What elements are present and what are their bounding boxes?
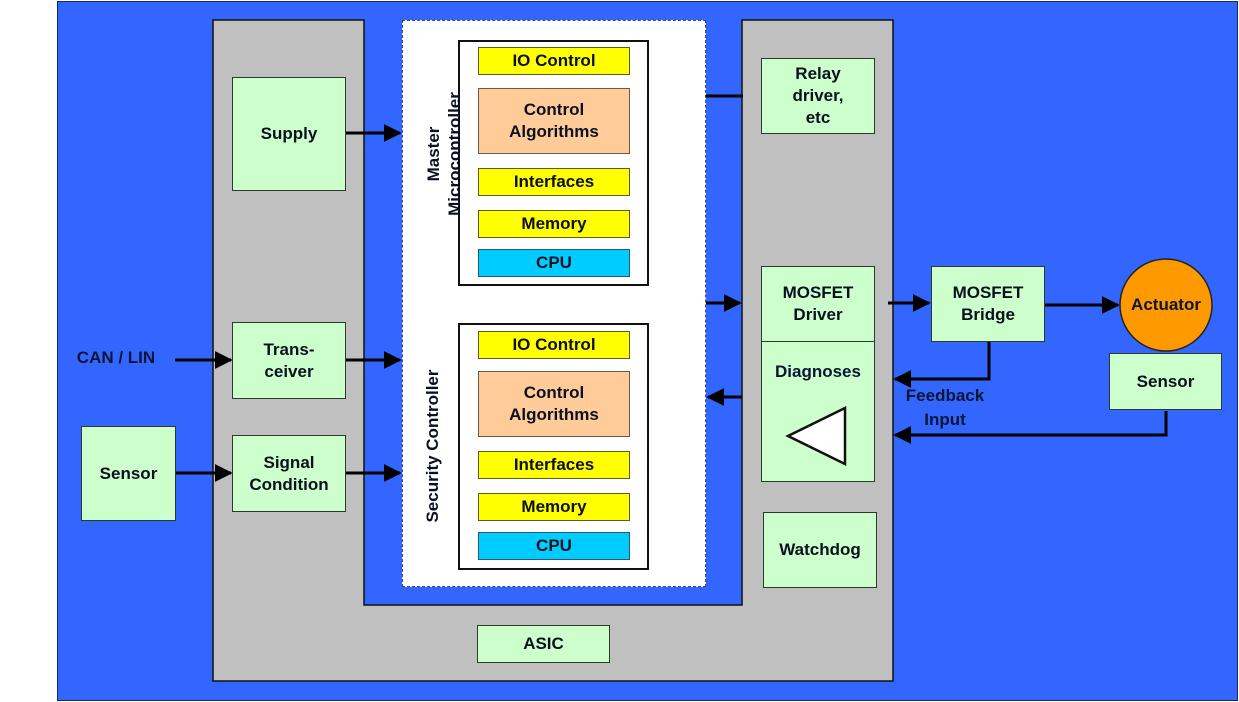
diagnoses-label: Diagnoses [775, 362, 861, 381]
transceiver-module: Trans- ceiver [232, 322, 346, 399]
security-memory: Memory [478, 493, 630, 521]
supply-module: Supply [232, 77, 346, 191]
diagnoses-module: Diagnoses [761, 341, 875, 482]
actuator-circle [1119, 258, 1213, 352]
mosfet-bridge: MOSFET Bridge [931, 266, 1045, 342]
master-memory: Memory [478, 210, 630, 238]
signal-condition-module: Signal Condition [232, 435, 346, 512]
master-control-algorithms: Control Algorithms [478, 88, 630, 154]
master-cpu: CPU [478, 249, 630, 277]
security-cpu: CPU [478, 532, 630, 560]
asic-label-box: ASIC [477, 625, 610, 663]
security-control-algorithms: Control Algorithms [478, 371, 630, 437]
can-lin-label: CAN / LIN [76, 348, 156, 367]
amplifier-triangle-icon [785, 405, 847, 467]
security-io-control: IO Control [478, 331, 630, 359]
master-io-control: IO Control [478, 47, 630, 75]
external-sensor-right: Sensor [1109, 353, 1222, 410]
actuator-label: Actuator [1131, 295, 1201, 314]
security-controller-title: Security Controller [423, 369, 442, 523]
feedback-input-label: Feedback Input [905, 386, 985, 429]
master-interfaces: Interfaces [478, 168, 630, 196]
arrow-bridge-feedback [893, 341, 991, 388]
arrow-sensor-feedback [893, 411, 1168, 444]
master-microcontroller-frame [458, 40, 649, 286]
mosfet-driver-module: MOSFET Driver [761, 266, 875, 342]
external-sensor-left: Sensor [81, 426, 176, 521]
master-microcontroller-title: Master Microcontroller [424, 92, 464, 216]
security-controller-frame [458, 323, 649, 570]
security-interfaces: Interfaces [478, 451, 630, 479]
relay-driver-module: Relay driver, etc [761, 58, 875, 134]
watchdog-module: Watchdog [763, 512, 877, 588]
